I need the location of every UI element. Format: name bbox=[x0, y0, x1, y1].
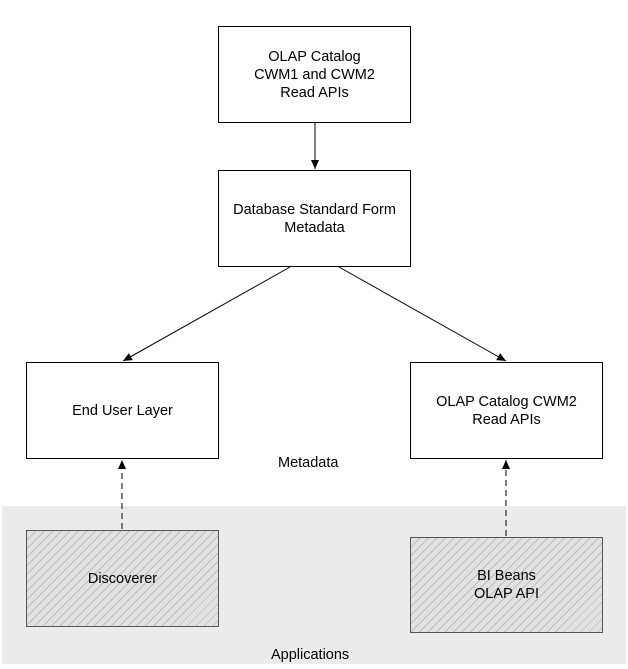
arrow-dbsf-to-end-user-layer bbox=[122, 266, 291, 362]
node-label: BI Beans OLAP API bbox=[473, 568, 540, 602]
arrow-dbsf-to-olap-cwm2 bbox=[338, 266, 507, 362]
node-bi-beans: BI Beans OLAP API bbox=[410, 537, 603, 633]
node-label: OLAP Catalog CWM1 and CWM2 Read APIs bbox=[254, 48, 375, 101]
node-label: Database Standard Form Metadata bbox=[233, 201, 396, 236]
node-label: Discoverer bbox=[87, 570, 158, 587]
node-olap-catalog-cwm2: OLAP Catalog CWM2 Read APIs bbox=[410, 362, 603, 459]
node-label: OLAP Catalog CWM2 Read APIs bbox=[436, 393, 577, 428]
node-end-user-layer: End User Layer bbox=[26, 362, 219, 459]
node-olap-catalog-cwm1-cwm2: OLAP Catalog CWM1 and CWM2 Read APIs bbox=[218, 26, 411, 123]
metadata-region-label: Metadata bbox=[278, 455, 339, 471]
node-label: End User Layer bbox=[72, 402, 173, 419]
applications-region-label: Applications bbox=[271, 647, 350, 663]
node-database-standard-form: Database Standard Form Metadata bbox=[218, 170, 411, 267]
node-discoverer: Discoverer bbox=[26, 530, 219, 627]
